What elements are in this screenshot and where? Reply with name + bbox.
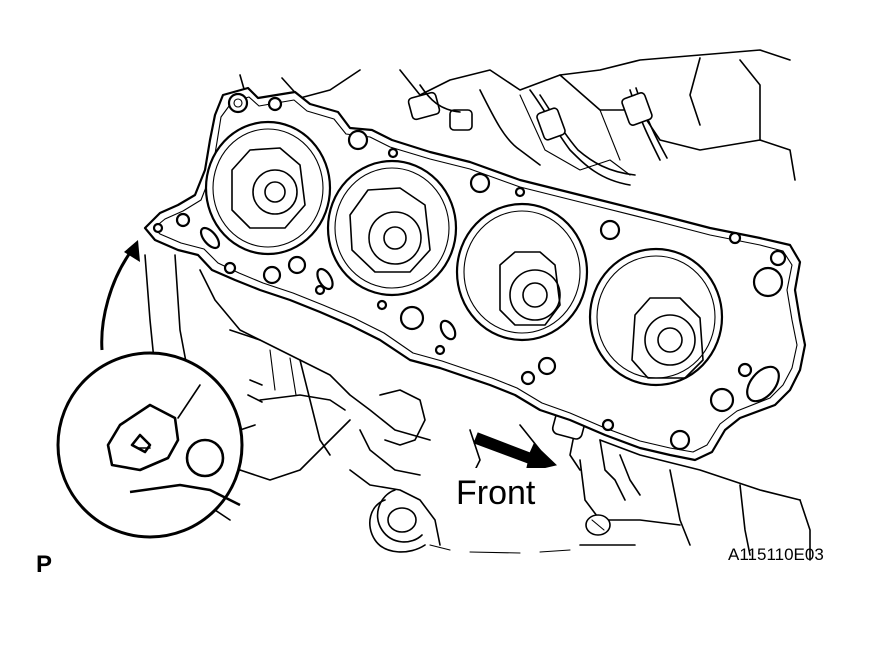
cylinder-bore-3 xyxy=(455,202,589,342)
front-arrow-icon xyxy=(473,432,558,473)
cylinder-bore-4 xyxy=(588,247,724,387)
piston-crown-2 xyxy=(349,187,431,273)
front-label: Front xyxy=(456,474,536,512)
detail-magnifier xyxy=(56,351,244,539)
cylinder-head-gasket xyxy=(143,86,807,462)
figure-id: A115110E03 xyxy=(728,545,824,564)
piston-crown-1 xyxy=(231,147,306,229)
cylinder-bore-1 xyxy=(204,120,332,256)
page-marker: P xyxy=(36,551,52,578)
curved-arrow-icon xyxy=(100,240,140,351)
piston-crown-3 xyxy=(499,251,561,326)
gasket-holes xyxy=(152,92,787,451)
piston-crown-4 xyxy=(631,297,704,379)
engine-block xyxy=(144,49,811,561)
